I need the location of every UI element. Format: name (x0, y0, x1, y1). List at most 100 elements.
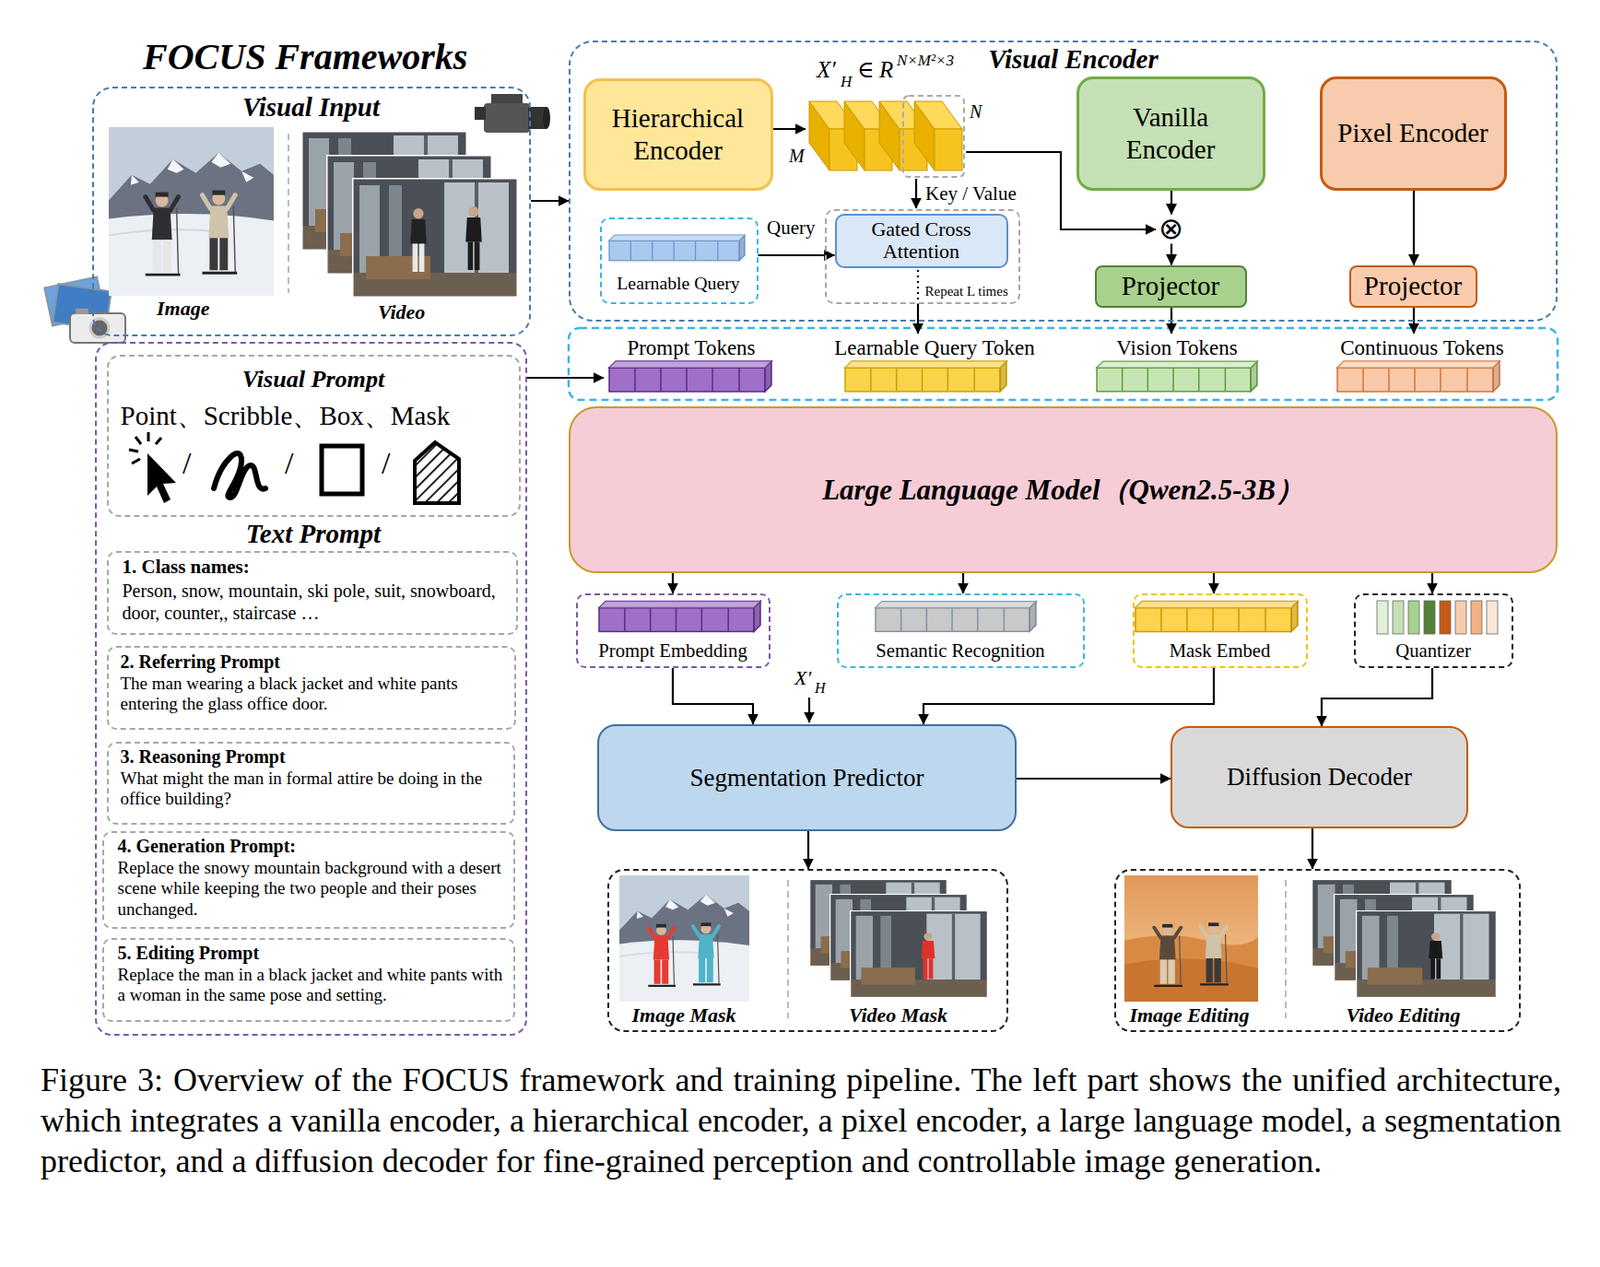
connector (758, 254, 836, 257)
camcorder-icon (528, 106, 547, 130)
feature-tokens (829, 129, 858, 171)
input-video (352, 177, 518, 298)
text-label: Video (377, 301, 425, 324)
node-label: Image Editing (1117, 1003, 1263, 1028)
edit-output-images (1153, 924, 1183, 987)
edit-output-images (1333, 894, 1475, 982)
mask-output-images (849, 910, 989, 999)
connector (1170, 244, 1173, 266)
token-group: Vision Tokens (1092, 333, 1262, 395)
node-label: Quantizer (1353, 639, 1514, 663)
text-label: ∈ (857, 57, 875, 83)
result-panel: Image EditingVideo Editing (1114, 869, 1521, 1033)
camera-icon (75, 308, 89, 315)
input-photo (145, 192, 181, 276)
node-label: Projector (1364, 271, 1462, 302)
node-label: Large Language Model（Qwen2.5-3B） (822, 472, 1305, 507)
edit-output-images (1124, 875, 1259, 1002)
input-photo (108, 127, 274, 296)
encoder-box: Vanilla Encoder (1076, 76, 1266, 191)
edit-output-images (1124, 875, 1497, 1019)
token-strip (1135, 601, 1298, 633)
output-token-box: Semantic Recognition (836, 593, 1085, 669)
text-label: H (814, 680, 826, 697)
node-label: Vision Tokens (1092, 335, 1262, 362)
feature-tokens (914, 101, 935, 171)
edit-output-images (1428, 932, 1443, 979)
figure-title: FOCUS Frameworks (142, 35, 468, 80)
mask-output-images (829, 894, 968, 982)
node-label: 2. Referring Prompt (120, 650, 508, 673)
feature-tokens (879, 101, 900, 171)
feature-tokens (934, 129, 963, 171)
visual-prompt-icons (213, 453, 266, 498)
node-label: Image Mask (619, 1003, 750, 1028)
camcorder-icon (474, 106, 486, 120)
token-group: Prompt Tokens (603, 333, 779, 395)
camera-icon (44, 276, 105, 326)
feature-tokens (809, 95, 965, 177)
connector (1212, 573, 1215, 594)
connector (1016, 777, 1171, 780)
projector-box: Projector (1094, 265, 1248, 308)
quantizer-bars (1408, 600, 1420, 635)
edit-output-images (1284, 880, 1287, 1019)
feature-tokens (903, 95, 965, 177)
feature-tokens (899, 129, 928, 171)
decoder-box: Diffusion Decoder (1170, 726, 1469, 829)
feature-tokens (864, 129, 893, 171)
node-label: Mask Embed (1132, 639, 1308, 663)
node-label: Repeat L times (925, 282, 1016, 300)
text-label: M (788, 145, 805, 166)
input-video (326, 154, 493, 275)
connector (807, 831, 810, 870)
text-label: R (879, 57, 894, 83)
input-video (326, 154, 493, 275)
node-label: Visual Prompt (106, 364, 521, 394)
text-label: / (182, 446, 191, 481)
camcorder-icon (483, 103, 530, 133)
node-label: Visual Input (193, 91, 430, 124)
connector (1170, 190, 1173, 215)
feature-tokens (809, 101, 858, 130)
edit-output-images (1311, 879, 1453, 967)
quantizer-bars (1455, 600, 1467, 635)
input-video (410, 208, 427, 272)
flow-arrow (808, 697, 811, 723)
visual-prompt-icons (129, 432, 459, 504)
text-label: / (284, 446, 294, 481)
token-strip (1337, 361, 1500, 392)
mask-output-images (619, 875, 750, 1002)
node-label: Segmentation Predictor (689, 763, 924, 793)
node-label: Gated Cross Attention (844, 218, 1000, 263)
text-label: Image (156, 297, 210, 320)
edit-output-images (1333, 894, 1475, 982)
prompt-box: 3. Reasoning PromptWhat might the man in… (106, 741, 516, 825)
node-label: Text Prompt (106, 517, 521, 551)
node-label: Projector (1121, 271, 1220, 302)
mask-output-images (787, 880, 789, 1019)
input-photo (108, 127, 274, 296)
camera-icon (70, 313, 126, 343)
input-photo (201, 190, 237, 274)
feature-tokens (844, 101, 893, 130)
camera-icon (52, 283, 111, 330)
text-label: N×M²×3 (896, 52, 954, 71)
text-label: X′ (794, 667, 812, 690)
connector (917, 304, 919, 335)
text-label: X′ (816, 57, 836, 83)
group-box: Visual EncoderHierarchical EncoderLearna… (568, 40, 1558, 322)
connector (530, 200, 569, 202)
mask-output-images (809, 879, 948, 967)
flow-arrow (915, 178, 918, 209)
prompt-box: 1. Class names:Person, snow, mountain, s… (106, 551, 518, 636)
camcorder-icon (491, 94, 523, 104)
token-group: Continuous Tokens (1327, 333, 1518, 395)
mask-output-images (921, 932, 936, 979)
token-strip (845, 361, 1007, 392)
edit-output-images (1311, 879, 1453, 967)
edit-output-images (1355, 910, 1497, 999)
multiply-symbol: ⊗ (1156, 214, 1187, 245)
input-video (465, 206, 483, 271)
